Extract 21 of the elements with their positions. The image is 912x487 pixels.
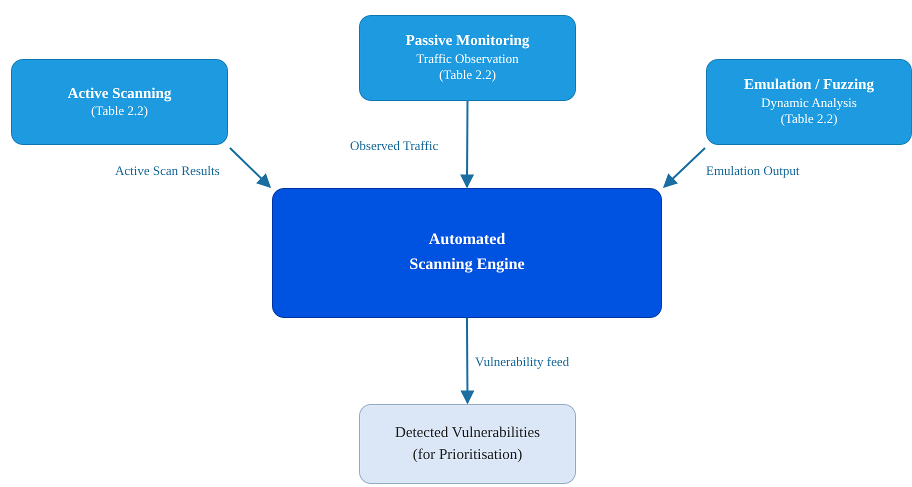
process-box [11, 59, 228, 145]
arrow [662, 147, 706, 188]
arrow [229, 147, 271, 188]
node-text: (Table 2.2) [439, 67, 496, 84]
engine-box [272, 188, 662, 318]
node-text: (Table 2.2) [91, 103, 148, 120]
node-title: Active Scanning [68, 84, 172, 104]
node-text: Traffic Observation [416, 51, 519, 68]
result-box [359, 404, 576, 484]
arrow [460, 101, 474, 188]
node-text: Automated Scanning Engine [408, 230, 526, 275]
node-title: Emulation / Fuzzing [744, 76, 874, 96]
node-title: Passive Monitoring [406, 32, 530, 52]
node-text: Dynamic Analysis [761, 95, 857, 112]
node-text: (Table 2.2) [780, 111, 838, 128]
edge-label: Vulnerability feed [473, 354, 572, 370]
process-box [706, 59, 912, 145]
process-box [359, 15, 576, 101]
node-text: Detected Vulnerabilities (for Prioritisation) [394, 424, 542, 465]
arrow [460, 318, 474, 404]
edge-label: Emulation Output [704, 163, 802, 179]
